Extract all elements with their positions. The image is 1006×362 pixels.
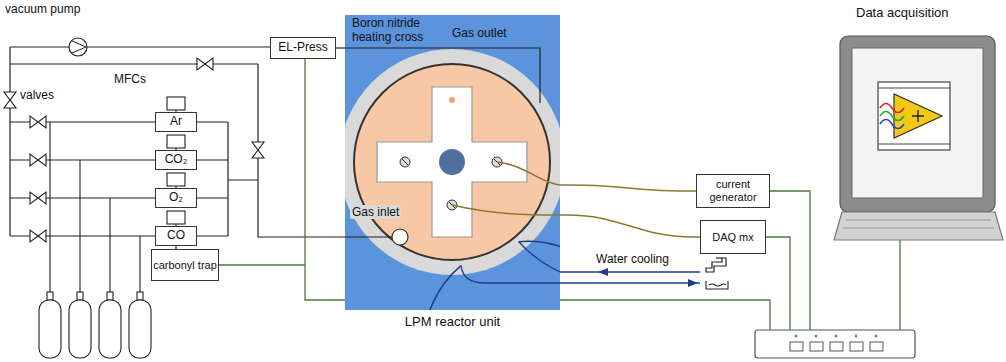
sensor-head: [167, 211, 185, 224]
port-led: [855, 335, 858, 338]
signal-wire: [213, 264, 305, 265]
cylinder-line: [109, 198, 110, 292]
signal-wire: [766, 237, 790, 330]
box-label: current generator: [697, 178, 769, 203]
cylinder-line: [79, 160, 80, 292]
flow-label: Water cooling: [596, 252, 669, 266]
port-led: [815, 335, 818, 338]
cylinder-neck: [107, 292, 113, 300]
gas-cylinder: [129, 300, 151, 358]
box-label: EL-Press: [278, 41, 327, 55]
mfc-outlets: [197, 122, 228, 236]
switch-port: [810, 342, 823, 351]
sensor-wire: [560, 215, 700, 237]
purge-line: [9, 47, 10, 236]
component-label: vacuum pump: [5, 2, 80, 16]
sensor-head: [167, 97, 185, 110]
gas-cylinders: [39, 122, 151, 358]
water-pipes: [560, 268, 700, 287]
gas-cylinder: [39, 300, 61, 358]
signal-wire: [899, 240, 900, 330]
pressure-controller: EL-Press: [270, 37, 336, 59]
sensor-head: [167, 135, 185, 148]
pump-line: [10, 46, 270, 47]
valve-symbol: [38, 192, 46, 204]
gas-cylinder: [69, 300, 91, 358]
computer-label: Data acquisition: [856, 6, 949, 20]
mass-flow-controller: CO₂: [155, 150, 197, 170]
valve-symbol: [38, 230, 46, 242]
gas-cylinder: [99, 300, 121, 358]
valve-symbol: [38, 116, 46, 128]
valve-symbol: [30, 116, 38, 128]
signal-wire: [766, 191, 810, 330]
box-label: carbonyl trap: [153, 259, 217, 272]
cylinder-neck: [47, 292, 53, 300]
switch-port: [790, 342, 803, 351]
cylinder-neck: [137, 292, 143, 300]
box-label: O₂: [169, 191, 183, 205]
switch-port: [830, 342, 843, 351]
manifold-line: [228, 122, 258, 236]
current-generator: current generator: [696, 174, 770, 208]
valve-symbol: [252, 150, 264, 158]
sensor-head: [167, 173, 185, 186]
carbonyl-trap: carbonyl trap: [151, 249, 219, 281]
mass-flow-controller: CO: [155, 226, 197, 246]
cylinder-neck: [77, 292, 83, 300]
inlet-line: [258, 64, 345, 237]
port-label: Gas inlet: [350, 205, 401, 219]
valve-symbol: [30, 154, 38, 166]
heater-wire: [560, 185, 696, 191]
drain-icon: [706, 281, 728, 289]
switch-port: [850, 342, 863, 351]
valve-symbol: [197, 58, 205, 70]
valve-symbol: [30, 192, 38, 204]
daq-module: DAQ mx: [700, 220, 766, 254]
mass-flow-controller: O₂: [155, 188, 197, 208]
port-led: [875, 335, 878, 338]
valve-symbol: [205, 58, 213, 70]
part-label: Boron nitride heating cross: [352, 16, 452, 44]
port-label: Gas outlet: [452, 26, 507, 40]
valve-symbol: [38, 154, 46, 166]
box-label: CO₂: [165, 153, 188, 167]
valve-symbol: [252, 142, 264, 150]
vacuum-pump-symbol: [69, 38, 87, 56]
reactor-illustration: [345, 15, 560, 310]
port-led: [795, 335, 798, 338]
unit-caption: LPM reactor unit: [345, 314, 560, 329]
box-label: Ar: [170, 115, 182, 129]
mass-flow-controller: Ar: [155, 112, 197, 132]
valve-symbol: [4, 92, 16, 100]
group-label: MFCs: [114, 72, 146, 86]
component-label: valves: [20, 88, 54, 102]
reactor-unit: LPM reactor unit: [345, 15, 560, 310]
gas-outlet-line: [336, 47, 345, 48]
box-label: CO: [167, 229, 185, 243]
switch-port: [870, 342, 883, 351]
tap-icon: [706, 258, 726, 272]
network-switch: [755, 330, 915, 358]
cylinder-line: [49, 122, 50, 292]
valve-symbol: [30, 230, 38, 242]
valve-symbols: [4, 58, 264, 242]
valve-symbol: [4, 100, 16, 108]
box-label: DAQ mx: [712, 231, 754, 244]
computer-icon: [834, 36, 1003, 240]
bypass-line: [10, 63, 258, 64]
cylinder-line: [139, 236, 140, 292]
port-led: [835, 335, 838, 338]
